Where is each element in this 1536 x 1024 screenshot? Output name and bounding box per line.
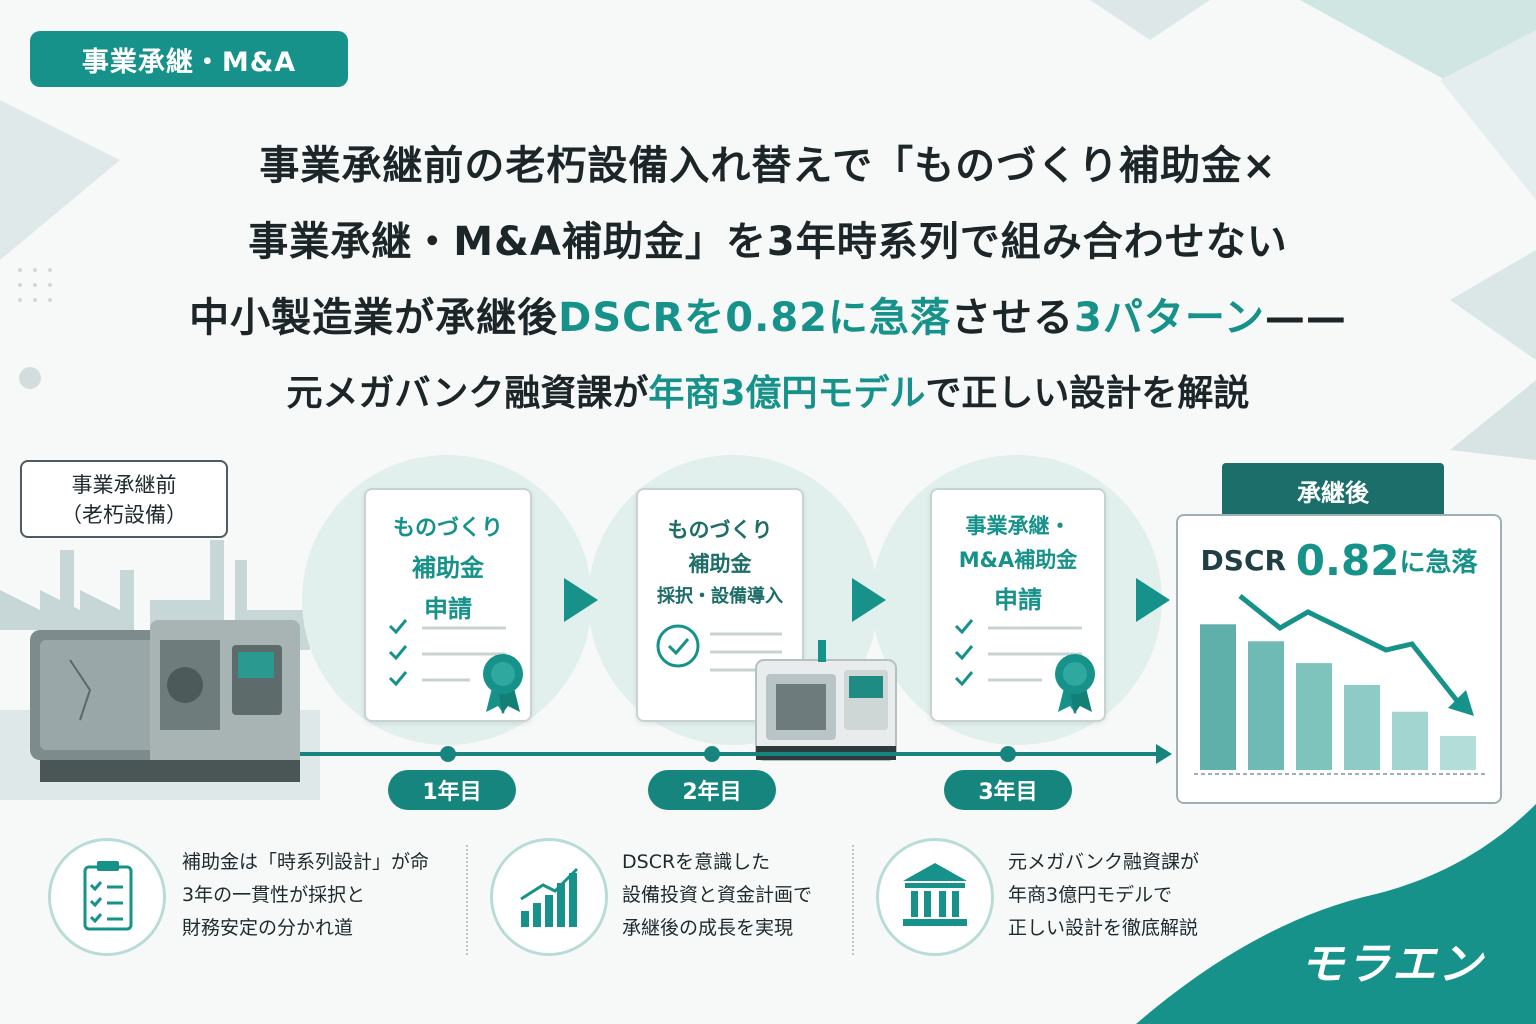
feature-text-1: 補助金は「時系列設計」が命 3年の一貫性が採択と 財務安定の分かれ道: [182, 846, 429, 945]
timeline-dot: [704, 746, 720, 762]
before-title: 事業承継前: [71, 473, 177, 497]
brand-logo: モラエン: [1300, 939, 1484, 990]
step-card-3: 事業承継・ M&A補助金 申請: [930, 488, 1106, 722]
step-card-line: M&A補助金: [958, 548, 1078, 572]
dscr-bar: [1248, 641, 1284, 770]
title-highlight: 3パターン: [1074, 295, 1265, 341]
step-card-1: ものづくり 補助金 申請: [364, 488, 532, 722]
step-card-line: 採択・設備導入: [657, 586, 783, 607]
step-card-line: ものづくり: [392, 516, 503, 541]
feature-text-3: 元メガバンク融資課が 年商3億円モデルで 正しい設計を徹底解説: [1008, 846, 1199, 945]
award-ribbon-icon: [1055, 654, 1095, 714]
after-tab: 承継後: [1222, 463, 1444, 517]
feature-divider: [466, 845, 468, 955]
title-line-2: 事業承継・M&A補助金」を3年時系列で組み合わせない: [248, 219, 1288, 265]
feature-line: 財務安定の分かれ道: [182, 917, 354, 939]
category-tag: 事業承継・M&A: [30, 31, 348, 87]
after-card: DSCR 0.82に急落: [1176, 514, 1502, 804]
feature-icon-circle: [48, 838, 166, 956]
feature-text-2: DSCRを意識した 設備投資と資金計画で 承継後の成長を実現: [622, 846, 812, 945]
title-line-1: 事業承継前の老朽設備入れ替えで「ものづくり補助金×: [259, 143, 1277, 189]
title-highlight: 年商3億円モデル: [648, 373, 926, 414]
feature-line: 元メガバンク融資課が: [1008, 851, 1199, 873]
year-badge-2: 2年目: [648, 770, 776, 810]
year-badge-3: 3年目: [944, 770, 1072, 810]
dscr-decline-chart: [1194, 594, 1486, 775]
step-card-line: 補助金: [688, 552, 752, 576]
trend-line: [1238, 594, 1460, 704]
dscr-bar: [1344, 685, 1380, 770]
title-line-4: 元メガバンク融資課が年商3億円モデルで正しい設計を解説: [0, 356, 1536, 432]
feature-line: 年商3億円モデルで: [1008, 884, 1173, 906]
step-card-line: 申請: [424, 595, 472, 623]
feature-icon-circle: [490, 838, 608, 956]
timeline-arrowhead-icon: [1156, 744, 1172, 764]
dscr-label: DSCR 0.82に急落: [1178, 536, 1500, 585]
dscr-prefix: DSCR: [1200, 544, 1296, 577]
step-card-line: 申請: [994, 586, 1042, 614]
title-text: 元メガバンク融資課が: [286, 373, 649, 414]
feature-line: 3年の一貫性が採択と: [182, 884, 366, 906]
clipboard-checklist-icon: [83, 861, 133, 931]
year-badge-1: 1年目: [388, 770, 516, 810]
title-highlight: DSCRを0.82に急落: [558, 295, 951, 341]
award-ribbon-icon: [483, 654, 523, 714]
checklist-icon: [954, 619, 1082, 687]
dscr-bar: [1296, 663, 1332, 770]
feature-line: 補助金は「時系列設計」が命: [182, 851, 430, 873]
page-title: 事業承継前の老朽設備入れ替えで「ものづくり補助金× 事業承継・M&A補助金」を3…: [0, 128, 1536, 432]
title-text: 中小製造業が承継後: [189, 295, 559, 341]
checklist-icon: [388, 619, 506, 687]
timeline-dot: [1000, 746, 1016, 762]
feature-line: 承継後の成長を実現: [622, 917, 794, 939]
feature-line: 正しい設計を徹底解説: [1008, 917, 1199, 939]
old-machine-illustration: [0, 540, 320, 800]
step-arrow-icon: [1136, 578, 1170, 622]
before-label-box: 事業承継前 （老朽設備）: [20, 460, 228, 538]
step-arrow-icon: [564, 578, 598, 622]
brand-wave: [1136, 804, 1536, 1024]
step-card-line: 補助金: [412, 554, 484, 582]
check-circle-icon: [656, 624, 782, 672]
dscr-bar: [1440, 736, 1476, 770]
bar-growth-icon: [520, 867, 579, 927]
title-text: させる: [951, 295, 1074, 341]
new-machine-illustration: [755, 640, 897, 761]
timeline-dot: [440, 746, 456, 762]
timeline-line: [300, 752, 1160, 756]
dscr-bar: [1392, 711, 1428, 770]
feature-line: DSCRを意識した: [622, 851, 771, 873]
title-text: ——: [1264, 295, 1347, 341]
bank-building-icon: [903, 863, 967, 926]
step-card-line: 事業承継・: [965, 514, 1071, 538]
title-text: で正しい設計を解説: [925, 373, 1250, 414]
step-card-line: ものづくり: [667, 518, 773, 542]
title-line-3: 中小製造業が承継後DSCRを0.82に急落させる3パターン——: [0, 280, 1536, 356]
feature-icon-circle: [876, 838, 994, 956]
step-arrow-icon: [852, 578, 886, 622]
dscr-suffix: に急落: [1399, 548, 1478, 578]
trend-arrowhead: [1448, 690, 1474, 716]
feature-divider: [852, 845, 854, 955]
dscr-value: 0.82: [1295, 536, 1400, 585]
feature-line: 設備投資と資金計画で: [622, 884, 813, 906]
dscr-bar: [1200, 624, 1236, 770]
before-subtitle: （老朽設備）: [61, 503, 187, 527]
